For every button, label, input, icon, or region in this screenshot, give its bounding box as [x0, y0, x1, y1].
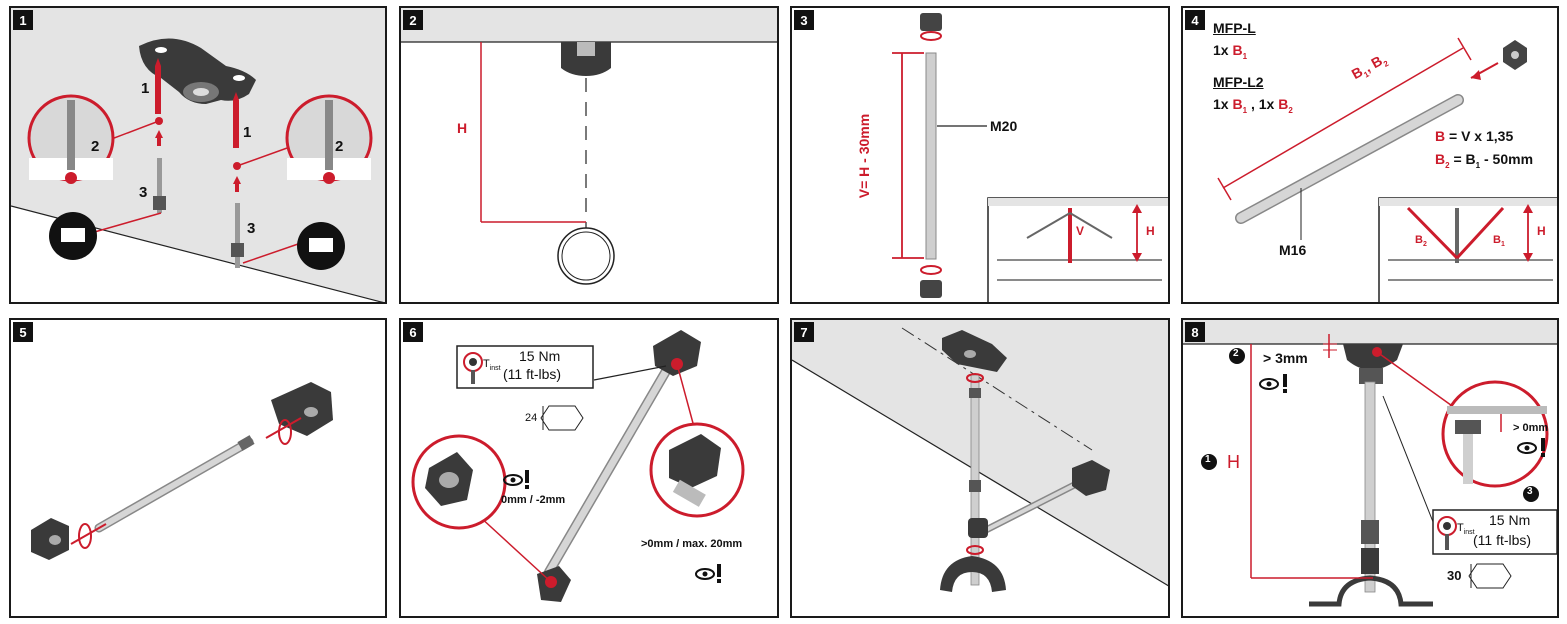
step-5-illustration [31, 382, 333, 560]
rod-size-label: M20 [990, 118, 1018, 134]
step-1-panel: 1 [9, 6, 387, 304]
inset-v-label: V [1076, 224, 1085, 238]
wrench-size: 30 [1447, 568, 1462, 583]
mfp-l-qty: 1x B1 [1213, 42, 1248, 61]
step-3-illustration [892, 13, 1168, 302]
step-4-panel: 4 MFP-L 1x B1 MFP-L2 1x B1 , 1x B2 B1, B… [1181, 6, 1559, 304]
step-number: 6 [403, 322, 423, 342]
step-8-illustration [1183, 320, 1557, 607]
tinst-label: Tinst [1457, 522, 1475, 537]
label-2b: 2 [335, 138, 344, 155]
step-2-illustration [401, 8, 777, 285]
inset-gap-label: > 0mm [1513, 422, 1549, 434]
step-6-illustration [411, 330, 745, 602]
marker-3: 3 [1527, 486, 1533, 497]
mfp-l2-qty: 1x B1 , 1x B2 [1213, 96, 1293, 115]
step-number: 1 [13, 10, 33, 30]
label-1: 1 [141, 80, 150, 97]
rod-length-formula: V= H - 30mm [856, 113, 873, 199]
marker-2: 2 [1233, 348, 1239, 359]
formula-b2: B2 = B1 - 50mm [1435, 151, 1534, 170]
inset-b1-label: B1 [1493, 234, 1505, 249]
step-number: 2 [403, 10, 423, 30]
gap-min-label: > 3mm [1263, 350, 1308, 366]
step-number: 7 [794, 322, 814, 342]
step-5-panel: 5 [9, 318, 387, 618]
torque-value: 15 Nm [1489, 512, 1531, 528]
step-6-panel: 6 15 Nm (11 ft-lbs) Tinst 24 0mm / -2mm … [399, 318, 779, 618]
step-7-illustration [792, 320, 1168, 592]
step-number: 4 [1185, 10, 1205, 30]
torque-imperial: (11 ft-lbs) [503, 366, 562, 382]
wrench-size: 24 [525, 412, 538, 424]
step-4-illustration [1217, 37, 1557, 302]
dimension-h: H [1227, 452, 1240, 472]
inset-h-label: H [1146, 224, 1155, 238]
label-3b: 3 [247, 220, 256, 237]
step-1-illustration [11, 8, 385, 302]
mfp-l-title: MFP-L [1213, 20, 1256, 36]
label-3: 3 [139, 184, 148, 201]
step-3-panel: 3 V= H - 30mm M20 V H [790, 6, 1170, 304]
label-2: 2 [91, 138, 100, 155]
inset-b2-label: B2 [1415, 234, 1427, 249]
step-7-panel: 7 [790, 318, 1170, 618]
torque-imperial: (11 ft-lbs) [1473, 532, 1532, 548]
rod-size-label: M16 [1279, 242, 1307, 258]
step-number: 8 [1185, 322, 1205, 342]
gap-tolerance-2: >0mm / max. 20mm [641, 538, 743, 550]
torque-value: 15 Nm [519, 348, 561, 364]
step-number: 5 [13, 322, 33, 342]
step-number: 3 [794, 10, 814, 30]
step-8-panel: 8 [1181, 318, 1559, 618]
step-2-panel: 2 H [399, 6, 779, 304]
inset-h-label: H [1537, 224, 1546, 238]
formula-b1: B = V x 1,35 [1435, 128, 1514, 144]
marker-1: 1 [1205, 454, 1211, 465]
dimension-h: H [457, 120, 468, 136]
label-1b: 1 [243, 124, 252, 141]
gap-tolerance-1: 0mm / -2mm [501, 494, 566, 506]
tinst-label: Tinst [483, 358, 501, 373]
mfp-l2-title: MFP-L2 [1213, 74, 1264, 90]
